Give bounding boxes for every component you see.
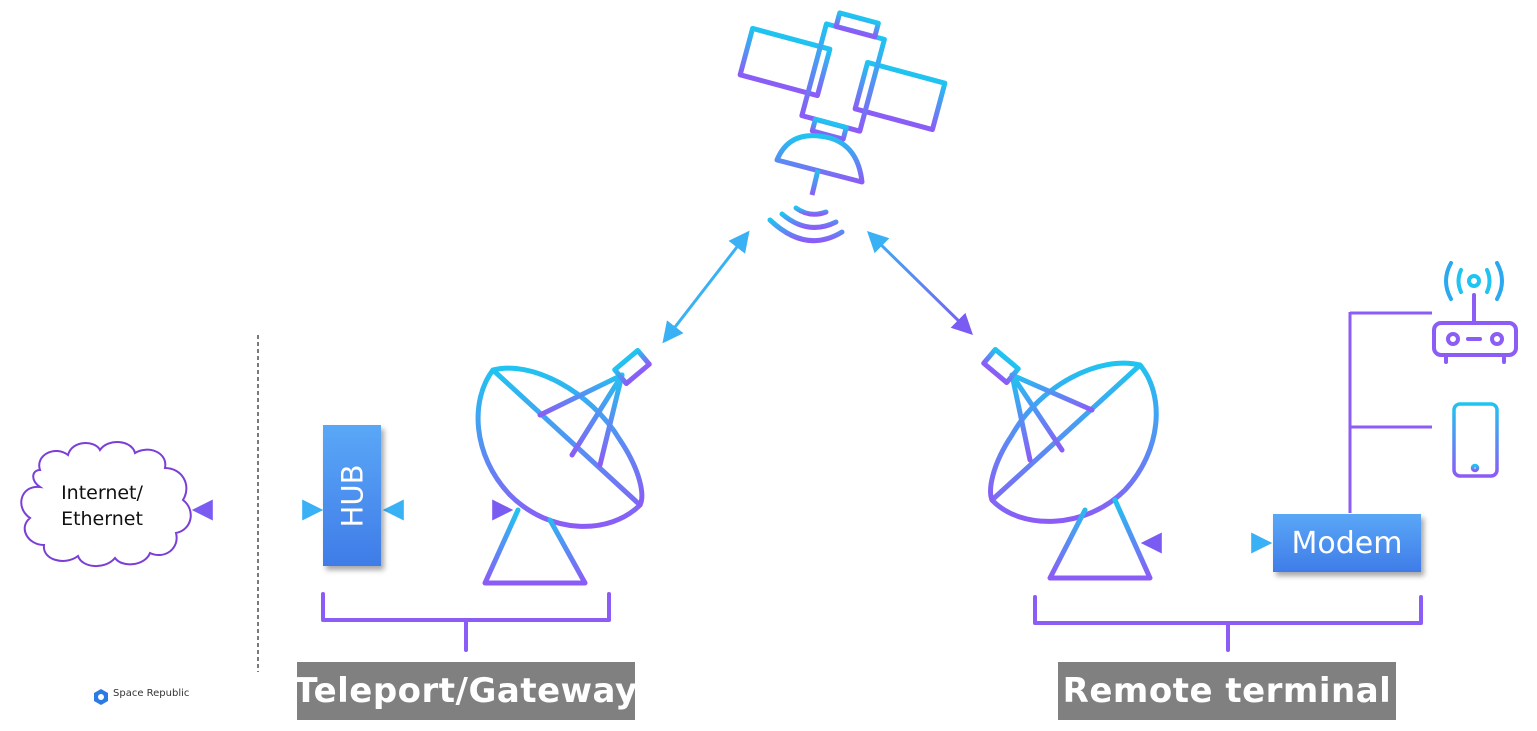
- modem-label: Modem: [1291, 525, 1403, 561]
- teleport-gateway-text: Teleport/Gateway: [294, 671, 638, 711]
- hub-box[interactable]: HUB: [323, 425, 381, 566]
- router-icon: [1432, 261, 1518, 364]
- brand: Space Republic: [92, 688, 189, 699]
- teleport-bracket: [321, 592, 611, 652]
- teleport-gateway-label: Teleport/Gateway: [294, 662, 638, 720]
- remote-terminal-text: Remote terminal: [1062, 671, 1392, 711]
- modem-box[interactable]: Modem: [1273, 514, 1421, 572]
- gateway-dish-icon: [475, 347, 652, 586]
- satellite-icon: [737, 10, 948, 244]
- modem-branch-lines: [1348, 311, 1432, 513]
- brand-name: Space Republic: [113, 688, 190, 699]
- remote-bracket: [1033, 595, 1423, 652]
- cloud-icon: [20, 441, 192, 567]
- cloud-label: Internet/ Ethernet: [61, 482, 143, 530]
- remote-dish-icon: [981, 346, 1159, 581]
- uplink-arrow-right: [867, 231, 973, 335]
- uplink-arrow-left: [662, 230, 750, 344]
- remote-terminal-label: Remote terminal: [1058, 662, 1396, 720]
- phone-icon: [1452, 402, 1499, 478]
- hub-label: HUB: [335, 464, 369, 527]
- space-republic-logo: [94, 689, 108, 705]
